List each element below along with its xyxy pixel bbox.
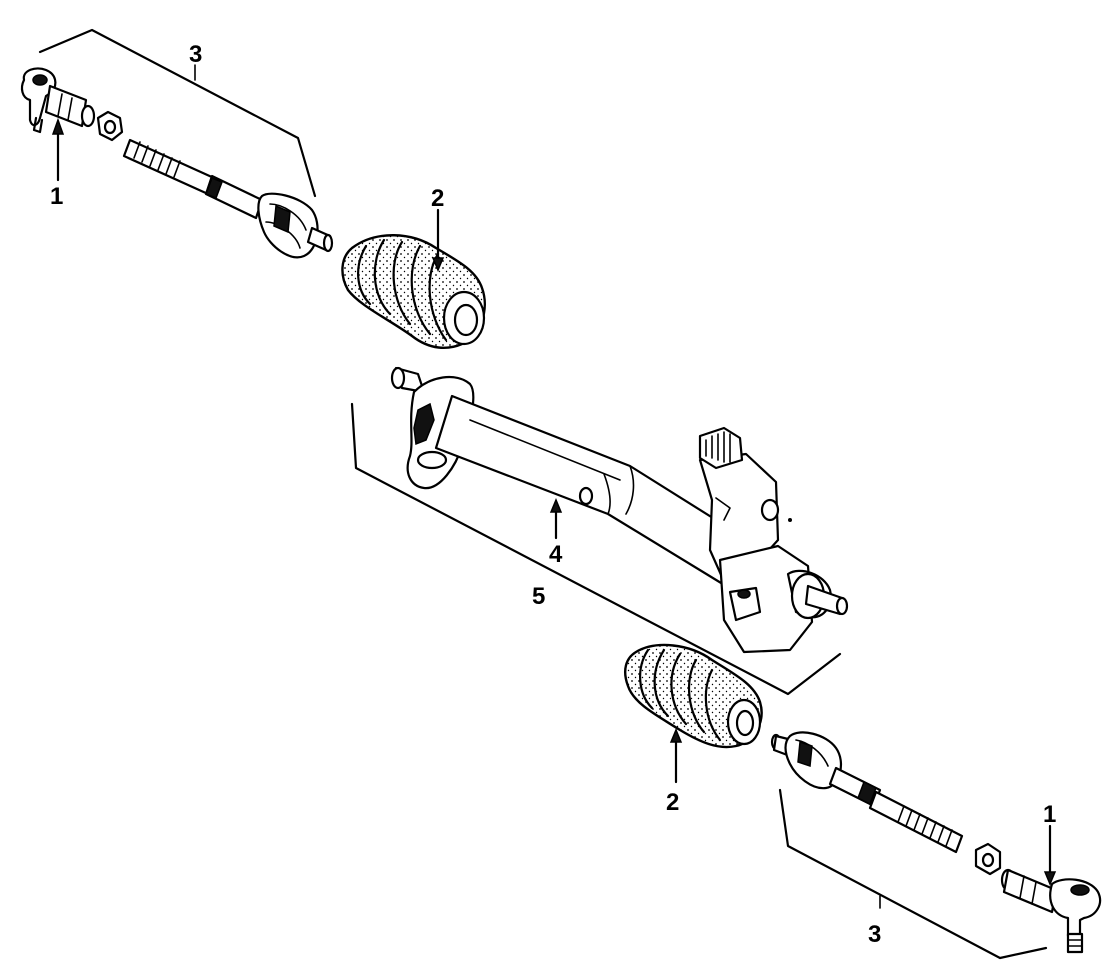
rack-and-pinion-housing	[350, 366, 849, 696]
boot-upper	[341, 208, 486, 349]
callout-2-upper-arrowhead	[431, 257, 445, 272]
callout-4-label: 4	[549, 541, 563, 568]
callout-2-lower-arrowhead	[669, 728, 683, 743]
callout-1-upper-arrowhead	[51, 117, 65, 135]
callout-2-upper-label: 2	[431, 185, 444, 212]
jam-nut-lower	[974, 842, 1002, 876]
inner-tie-rod-lower	[770, 731, 964, 854]
inner-tie-rod-upper	[122, 138, 334, 259]
upper-tie-rod-assembly	[20, 28, 334, 259]
callout-5-label: 5	[532, 583, 545, 610]
callout-3-upper-label: 3	[189, 41, 202, 68]
outer-tie-rod-end-lower	[1000, 868, 1102, 954]
lower-tie-rod-assembly	[770, 731, 1102, 960]
callout-1-lower-label: 1	[1043, 801, 1056, 828]
callout-3-lower-label: 3	[868, 921, 881, 948]
callout-1-lower-arrowhead	[1043, 871, 1057, 886]
callout-1-upper-label: 1	[50, 183, 63, 210]
callout-4-arrowhead	[549, 498, 563, 513]
callout-5-bracket	[350, 402, 842, 696]
callout-3-upper-bracket	[38, 28, 317, 198]
boot-lower	[624, 643, 763, 784]
callout-2-lower-label: 2	[666, 789, 679, 816]
jam-nut-upper	[96, 110, 124, 142]
outer-tie-rod-end-upper	[20, 67, 96, 134]
callout-3-lower-bracket	[778, 788, 1048, 960]
